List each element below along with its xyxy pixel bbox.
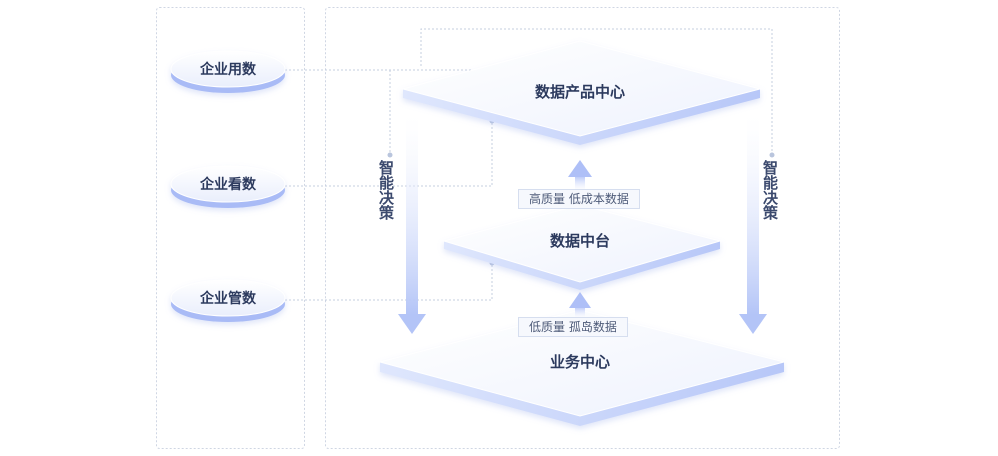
left-down-arrow [398, 115, 426, 334]
tag-high-quality: 高质量 低成本数据 [518, 189, 640, 209]
layer-middle [442, 204, 722, 290]
up-arrow-lower [569, 292, 591, 318]
pill-manage-data [170, 279, 286, 322]
pill-use-data [170, 50, 286, 93]
layer-top [401, 40, 762, 145]
left-item-label: 企业用数 [199, 61, 257, 78]
tag-low-quality: 低质量 孤岛数据 [518, 317, 628, 337]
layer-bottom-label: 业务中心 [550, 353, 610, 371]
layer-top-label: 数据产品中心 [535, 83, 625, 101]
side-label-left: 智能决策 [377, 160, 395, 220]
right-down-arrow [739, 115, 767, 334]
layer-bottom [378, 309, 786, 426]
left-item-label: 企业管数 [199, 290, 257, 307]
pill-view-data [170, 165, 286, 208]
layer-middle-label: 数据中台 [550, 232, 610, 250]
right-panel-border [325, 7, 840, 449]
side-label-right: 智能决策 [761, 160, 779, 220]
left-panel-border [156, 7, 305, 449]
left-item-label: 企业看数 [199, 176, 257, 193]
up-arrow-upper [568, 160, 592, 191]
